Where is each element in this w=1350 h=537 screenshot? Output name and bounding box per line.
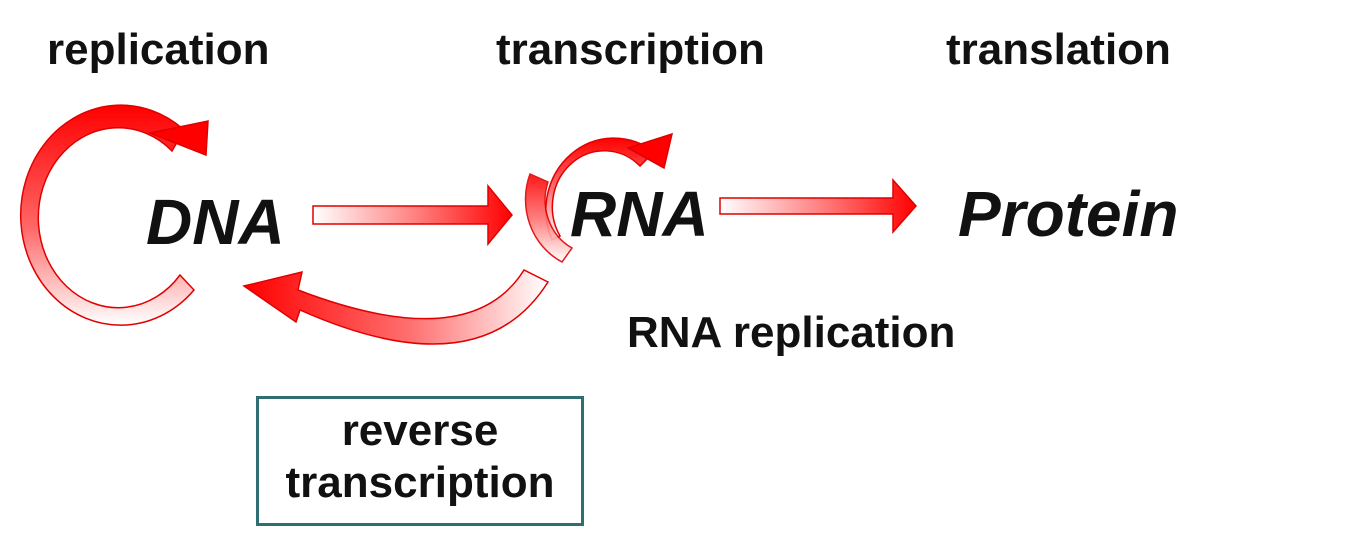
replication-label: replication	[47, 25, 270, 74]
rna-replication-arrow	[524, 132, 674, 263]
translation-arrow	[719, 178, 918, 234]
reverse-transcription-line2: transcription	[285, 457, 555, 507]
transcription-label: transcription	[496, 25, 765, 74]
rna-label: RNA	[570, 178, 709, 250]
rna-replication-label: RNA replication	[627, 308, 956, 357]
protein-label: Protein	[958, 178, 1179, 250]
transcription-arrow	[312, 183, 513, 247]
dna-label: DNA	[146, 186, 285, 258]
reverse-transcription-line1: reverse	[341, 406, 499, 455]
reverse-transcription-arrow	[242, 269, 550, 345]
replication-arrow	[20, 104, 209, 326]
reverse-transcription-box: reverse transcription	[256, 396, 584, 526]
translation-label: translation	[946, 25, 1171, 74]
